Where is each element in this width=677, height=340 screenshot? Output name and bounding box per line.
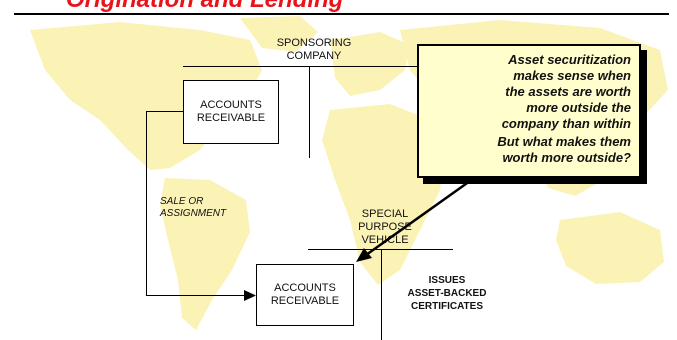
issues-label-line: CERTIFICATES [410, 301, 484, 312]
issues-certificates-label: ISSUES ASSET-BACKED CERTIFICATES [388, 274, 506, 313]
callout-question-line: But what makes them [497, 134, 631, 149]
accounts-receivable-box-spv: ACCOUNTS RECEIVABLE [256, 264, 354, 326]
spv-vertical-line [381, 249, 382, 340]
sponsor-vertical-line [309, 66, 310, 158]
sale-connector-vertical [146, 111, 147, 296]
callout-box: Asset securitization makes sense when th… [417, 44, 641, 178]
sponsor-horizontal-line [183, 66, 421, 67]
title-rule [14, 13, 669, 15]
europe-shape [330, 32, 410, 96]
issues-label-line: ISSUES [428, 275, 466, 286]
slide-title: Origination and Lending [66, 0, 343, 12]
sale-or-assignment-label: SALE OR ASSIGNMENT [160, 196, 226, 220]
sale-label-line: SALE OR [160, 196, 204, 207]
sale-arrowhead [244, 290, 256, 301]
box-label-line: RECEIVABLE [196, 112, 266, 124]
callout-line: company than within [501, 116, 631, 131]
accounts-receivable-box-sponsor: ACCOUNTS RECEIVABLE [183, 80, 279, 144]
callout-line: the assets are worth [505, 84, 631, 99]
callout-line: more outside the [526, 100, 631, 115]
south-america-shape [160, 178, 250, 330]
spv-label-line: PURPOSE [358, 221, 412, 233]
africa-shape [322, 104, 445, 285]
sponsoring-company-label: SPONSORING COMPANY [248, 37, 380, 63]
spv-label-line: SPECIAL [361, 208, 409, 220]
box-label-line: RECEIVABLE [270, 295, 340, 307]
sponsor-label-line: COMPANY [286, 50, 342, 62]
callout-line: makes sense when [513, 68, 631, 83]
sale-connector-top [146, 111, 183, 112]
sale-label-line: ASSIGNMENT [160, 208, 227, 219]
sponsor-label-line: SPONSORING [276, 37, 352, 49]
issues-label-line: ASSET-BACKED [407, 288, 487, 299]
box-label-line: ACCOUNTS [274, 282, 336, 294]
box-label-line: ACCOUNTS [200, 99, 262, 111]
sale-connector-bottom [146, 295, 248, 296]
spv-horizontal-line [308, 249, 453, 250]
greenland-shape [240, 16, 318, 52]
australia-shape [556, 212, 664, 284]
callout-line: Asset securitization [508, 52, 631, 67]
callout-question-line: worth more outside? [502, 150, 631, 165]
